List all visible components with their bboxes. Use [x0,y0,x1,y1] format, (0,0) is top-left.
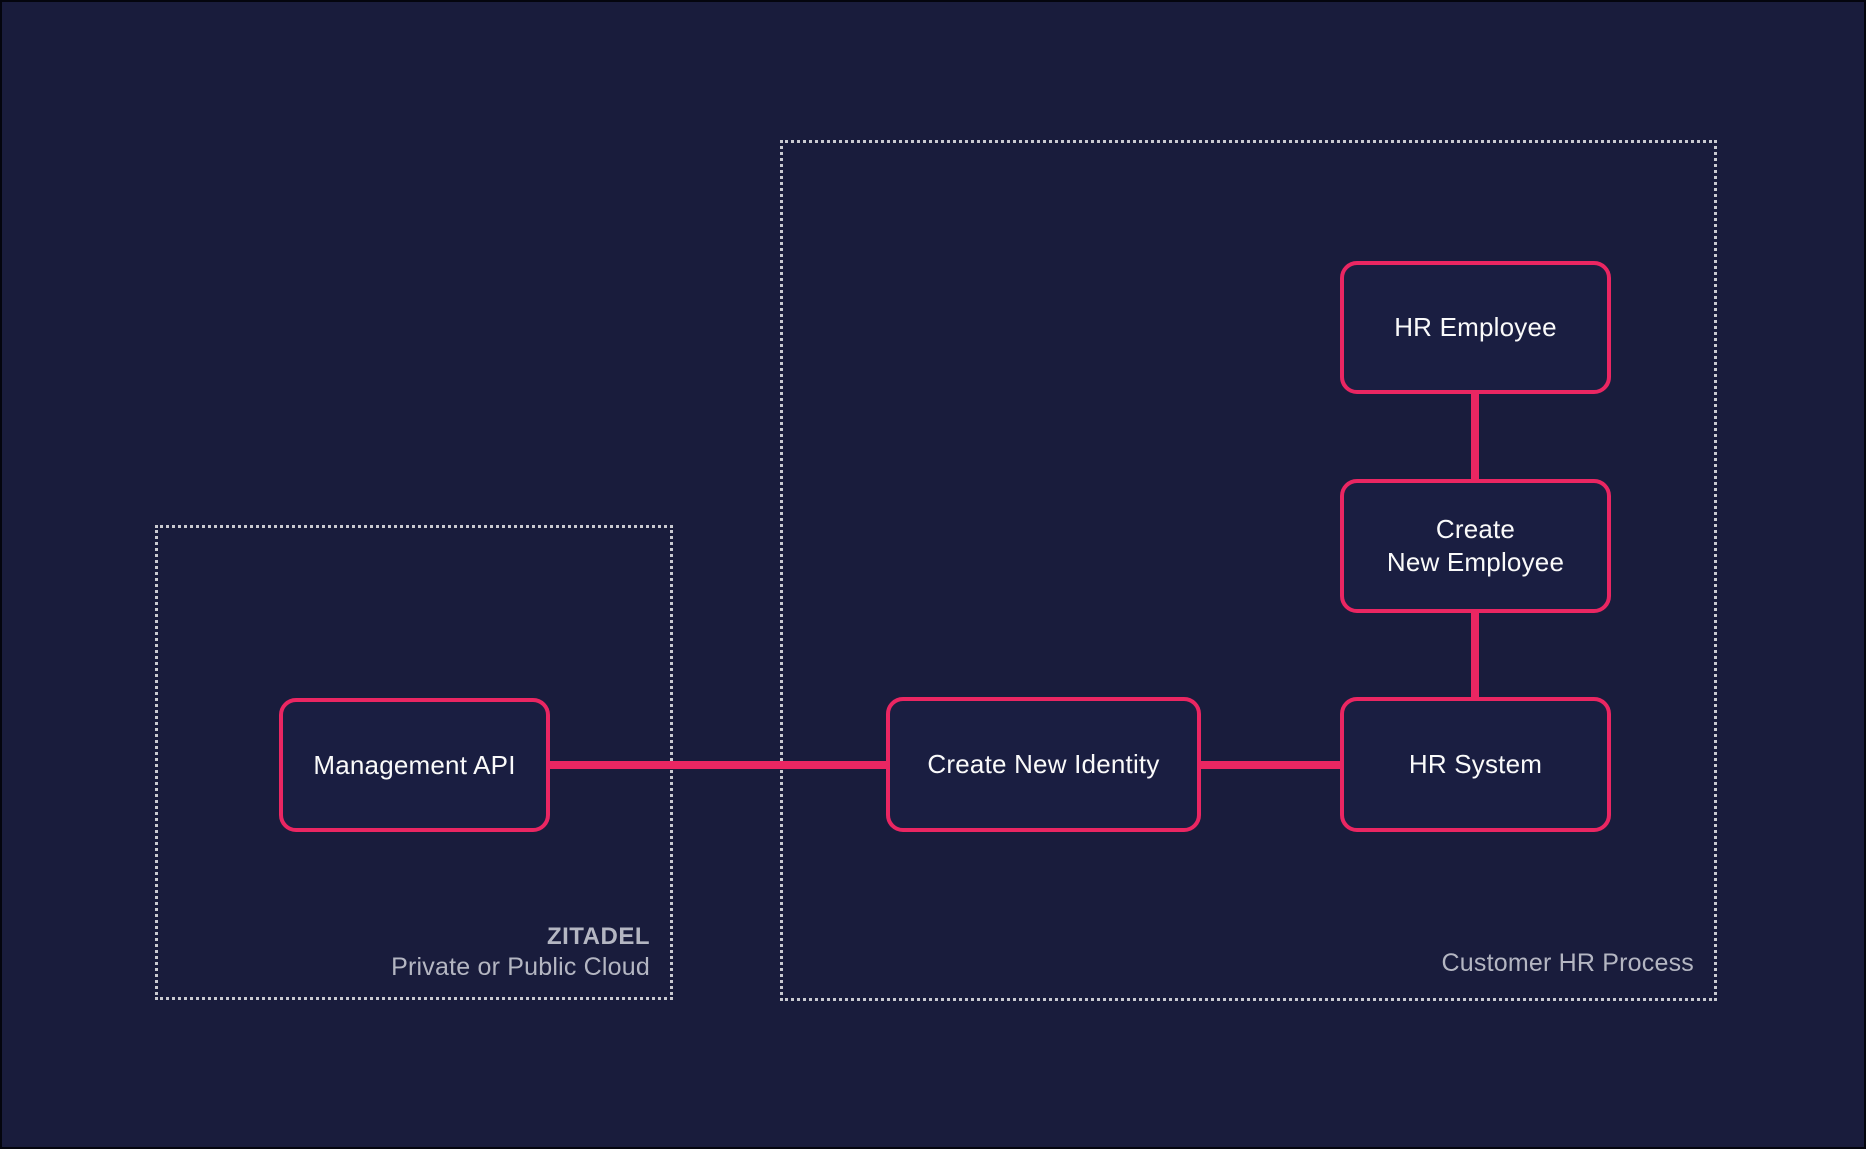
zitadel-subtitle: Private or Public Cloud [391,953,650,981]
node-hr-system: HR System [1340,697,1611,832]
create-new-employee-line2: New Employee [1386,547,1565,577]
connector-hr-employee-to-create-new-employee [1471,392,1479,481]
connector-create-new-identity-to-hr-system [1199,761,1342,769]
node-create-new-employee: Create New Employee [1340,479,1611,613]
node-hr-employee: HR Employee [1340,261,1611,394]
connector-management-api-to-create-new-identity [548,761,888,769]
connector-create-new-employee-to-hr-system [1471,611,1479,699]
container-customer-hr-process [780,140,1717,1001]
node-create-new-employee-label: Create New Employee [1387,513,1564,579]
create-new-employee-line1: Create [1435,514,1516,544]
zitadel-title: ZITADEL [546,923,650,950]
node-create-new-identity: Create New Identity [886,697,1201,832]
node-management-api: Management API [279,698,550,832]
container-zitadel-cloud-label: ZITADEL Private or Public Cloud [162,922,650,982]
container-customer-hr-process-label: Customer HR Process [1441,949,1694,977]
